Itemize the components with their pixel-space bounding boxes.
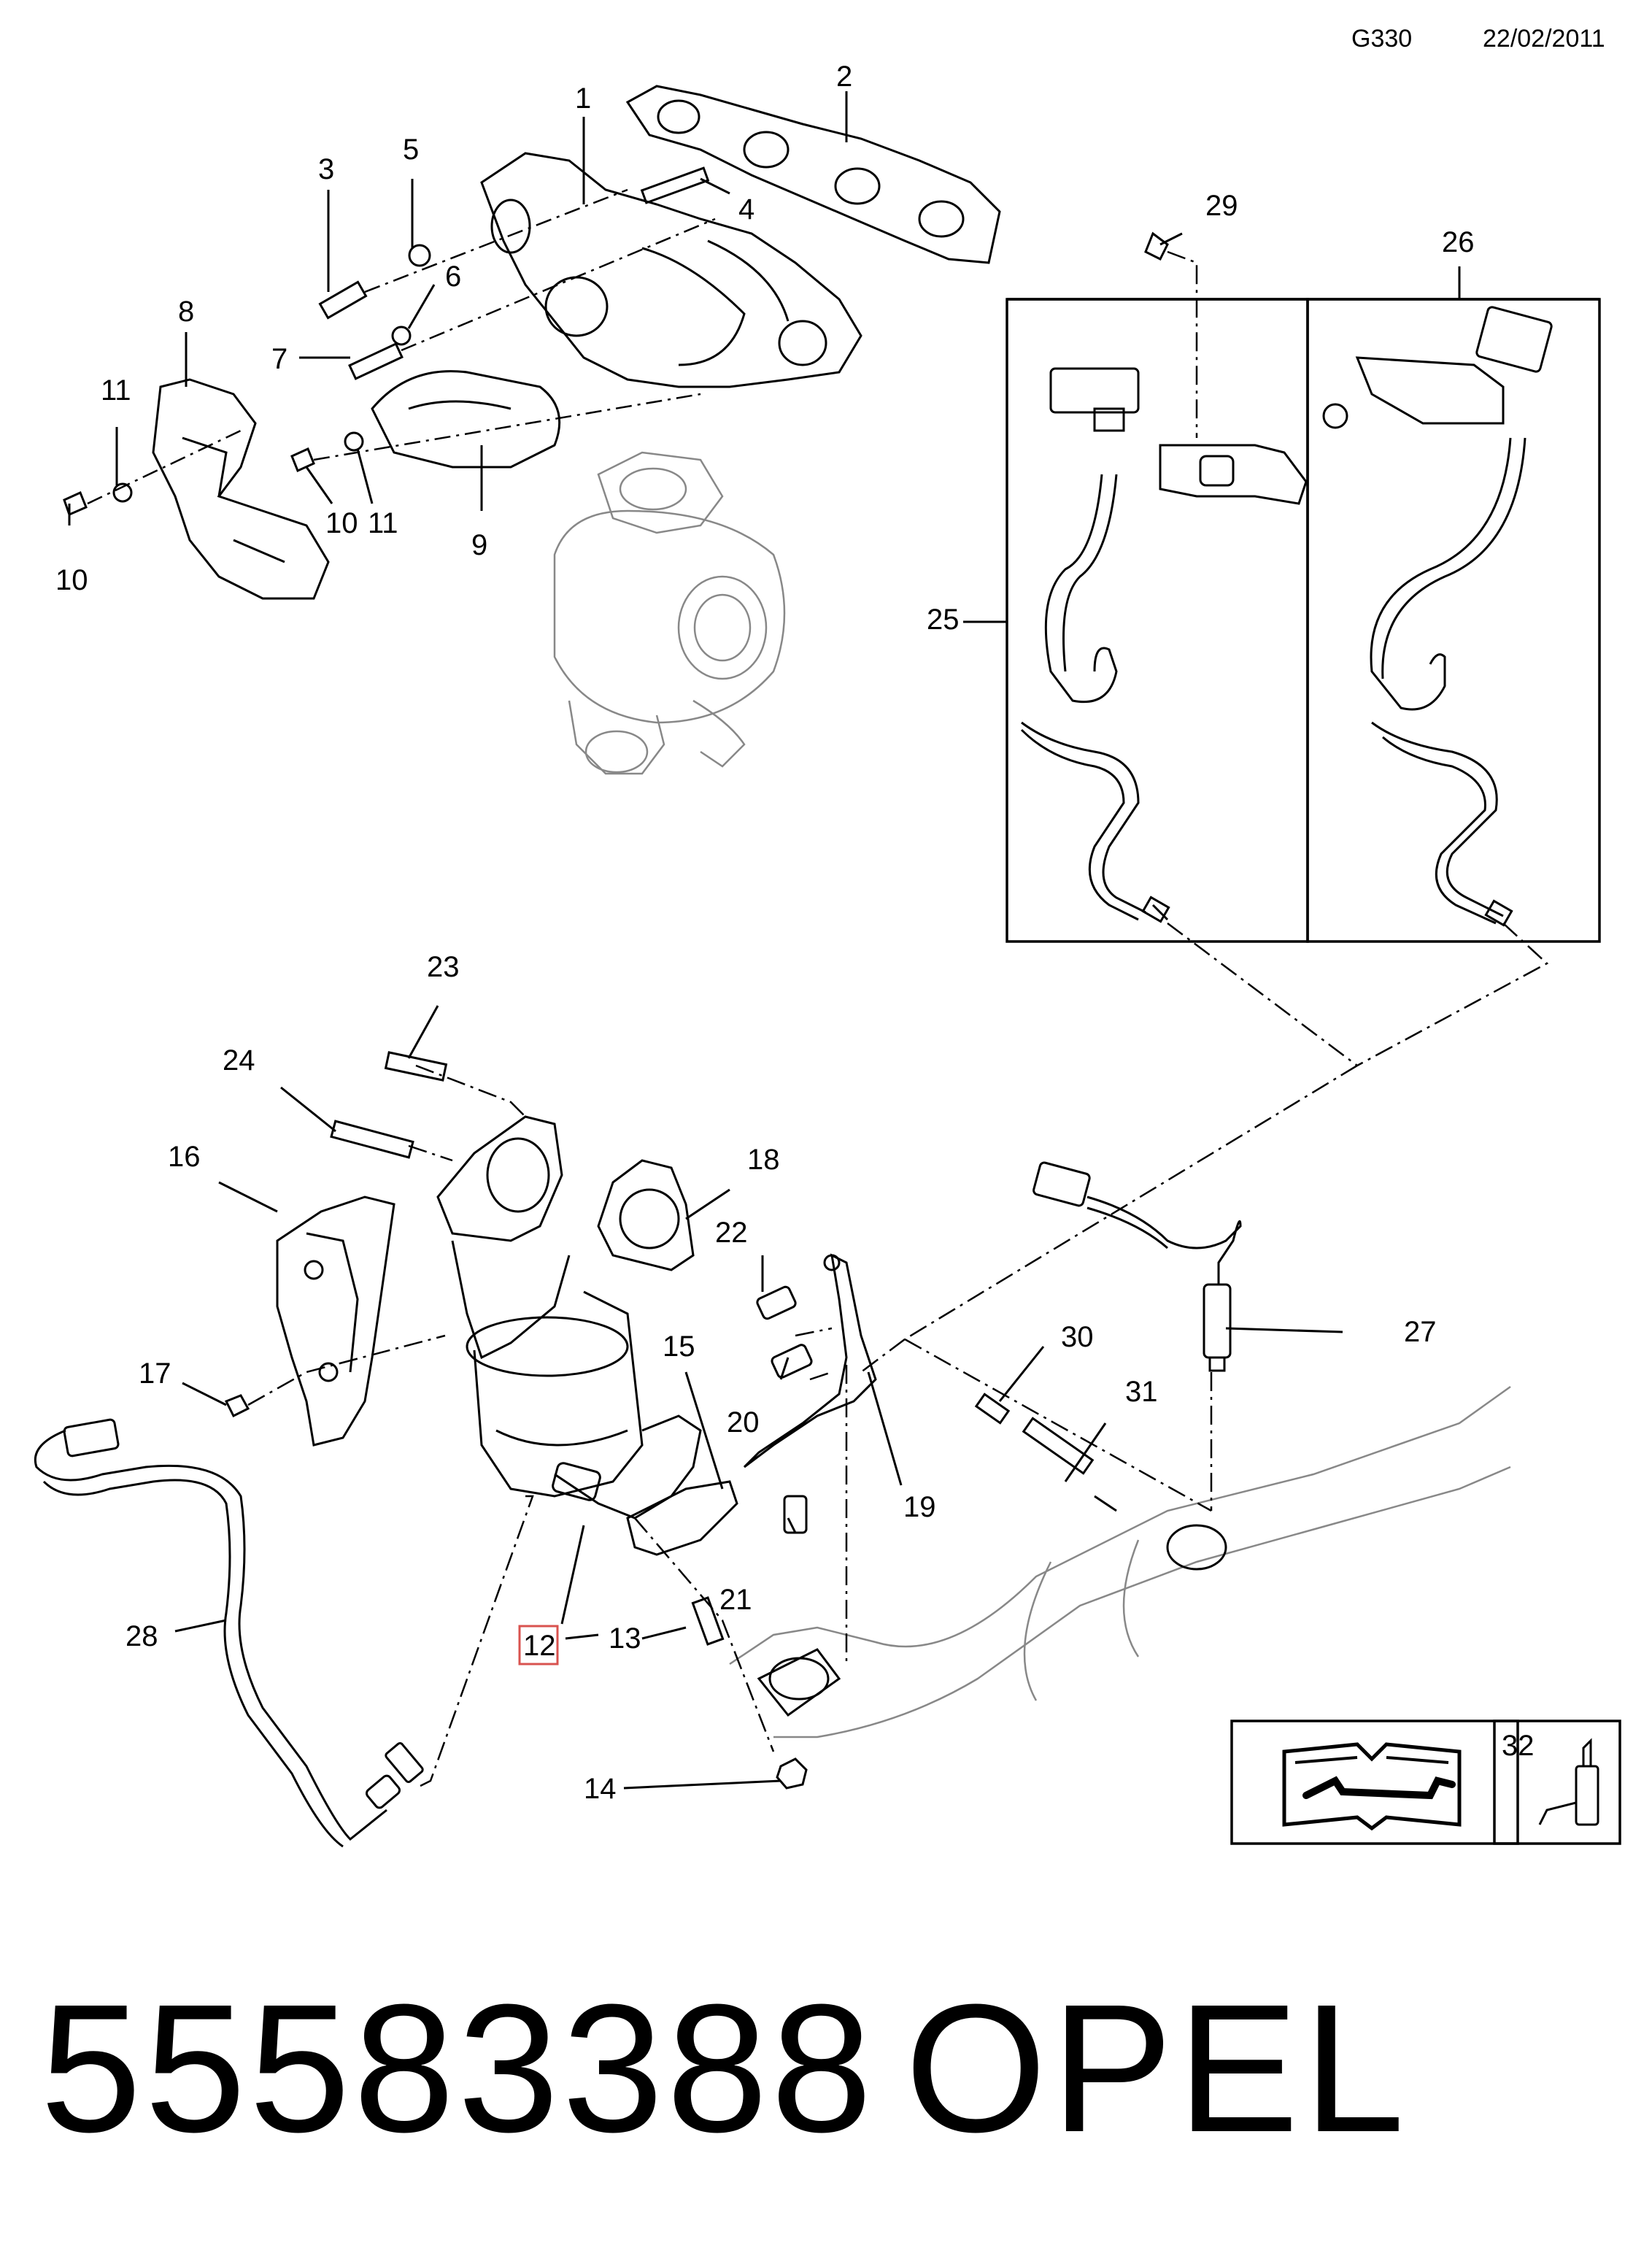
washer-11-a [112, 482, 133, 503]
variant-box-25 [1006, 298, 1309, 943]
catalyst-heat-shield [276, 1195, 395, 1447]
callout-27: 27 [1404, 1316, 1437, 1348]
part-number: 55583388 [40, 1966, 876, 2170]
bolt-3 [318, 280, 368, 320]
callout-8: 8 [178, 296, 194, 328]
callout-labels: 1 2 3 4 5 6 7 8 9 10 10 11 11 12 13 14 1… [55, 61, 1535, 1805]
nut-14 [776, 1757, 808, 1790]
support-bracket-19 [743, 1253, 877, 1468]
callout-18: 18 [747, 1144, 780, 1176]
sensor-variant-boxes [1006, 298, 1601, 943]
callout-16: 16 [168, 1141, 201, 1173]
callout-19: 19 [903, 1491, 936, 1523]
callout-24: 24 [223, 1044, 255, 1077]
callout-15: 15 [663, 1331, 695, 1363]
callout-12-highlight [518, 1625, 559, 1666]
callout-5: 5 [403, 134, 419, 166]
bracket-29 [1159, 444, 1308, 505]
sealant-reference-box [1493, 1720, 1621, 1845]
callout-2: 2 [836, 61, 852, 93]
diagram-date: 22/02/2011 [1483, 25, 1605, 53]
callout-4: 4 [738, 193, 754, 226]
washer-6 [391, 326, 412, 346]
upper-fasteners [63, 166, 710, 517]
turbocharger-drawing [553, 451, 786, 775]
sensor-31 [1022, 1417, 1095, 1475]
service-info-box [1230, 1720, 1621, 1845]
exploded-parts-diagram: 1 2 3 4 5 6 7 8 9 10 10 11 11 12 13 14 1… [34, 61, 1621, 1848]
manual-reference-box [1230, 1720, 1519, 1845]
callout-6: 6 [445, 261, 461, 293]
bolt-21 [783, 1495, 808, 1534]
callout-14: 14 [584, 1773, 617, 1805]
downpipe-drawing [729, 1385, 1511, 1738]
bolt-10-a [63, 490, 88, 517]
callout-29: 29 [1205, 190, 1238, 222]
washer-5 [408, 244, 431, 267]
variant-box-26 [1306, 298, 1601, 943]
bolt-10-b [290, 447, 315, 473]
repair-manual-icon [1282, 1742, 1462, 1831]
callout-1: 1 [575, 82, 591, 115]
sensor-dash-lines [904, 250, 1549, 1341]
callout-25: 25 [927, 604, 960, 636]
connector-27 [1032, 1161, 1091, 1207]
bolt-7 [348, 342, 404, 380]
bolt-24 [330, 1120, 414, 1159]
upper-dash-lines [87, 188, 716, 505]
callout-26: 26 [1442, 226, 1475, 258]
brand-name: OPEL [905, 1966, 1409, 2170]
oxygen-sensors-drawing [34, 1161, 1242, 1848]
sensor-30 [974, 1393, 1011, 1425]
callout-23: 23 [427, 951, 460, 983]
callout-22: 22 [715, 1217, 748, 1249]
callout-12: 12 [523, 1630, 556, 1662]
outlet-gasket-15 [626, 1480, 738, 1556]
callout-30: 30 [1061, 1321, 1094, 1353]
callout-leaders [68, 91, 1461, 1790]
callout-9: 9 [471, 529, 487, 561]
callout-10-center: 10 [325, 507, 358, 539]
catalytic-converter-drawing [224, 1051, 877, 1790]
stud-13 [691, 1596, 725, 1646]
callout-31: 31 [1125, 1376, 1158, 1408]
callout-28: 28 [126, 1620, 158, 1652]
lower-dash-lines [247, 1064, 1213, 1790]
pressure-sensor-hoses [1020, 231, 1553, 927]
washer-11-b [344, 431, 364, 452]
flange-gasket-18 [597, 1159, 695, 1271]
bolt-17 [224, 1394, 250, 1418]
callout-3: 3 [318, 153, 334, 185]
callout-21: 21 [719, 1584, 752, 1616]
bolt-22 [756, 1285, 797, 1320]
manifold-body [480, 152, 862, 388]
connector-28 [63, 1418, 120, 1457]
exhaust-manifold-drawing [152, 85, 1001, 600]
bolt-20 [771, 1344, 813, 1379]
callout-20: 20 [727, 1406, 760, 1439]
callout-13: 13 [609, 1622, 641, 1655]
callout-10-left: 10 [55, 564, 88, 596]
sealant-tube-icon [1538, 1738, 1599, 1826]
callout-17: 17 [139, 1358, 171, 1390]
diagram-code: G330 [1351, 25, 1413, 53]
manifold-heat-shield [371, 370, 561, 469]
turbo-heat-shield [152, 378, 330, 600]
callout-11-left: 11 [101, 374, 131, 407]
manifold-gasket [625, 85, 1001, 264]
stud-4 [640, 166, 710, 204]
callout-7: 7 [271, 343, 287, 375]
callout-11-center: 11 [368, 507, 398, 539]
bolt-23 [384, 1051, 448, 1082]
